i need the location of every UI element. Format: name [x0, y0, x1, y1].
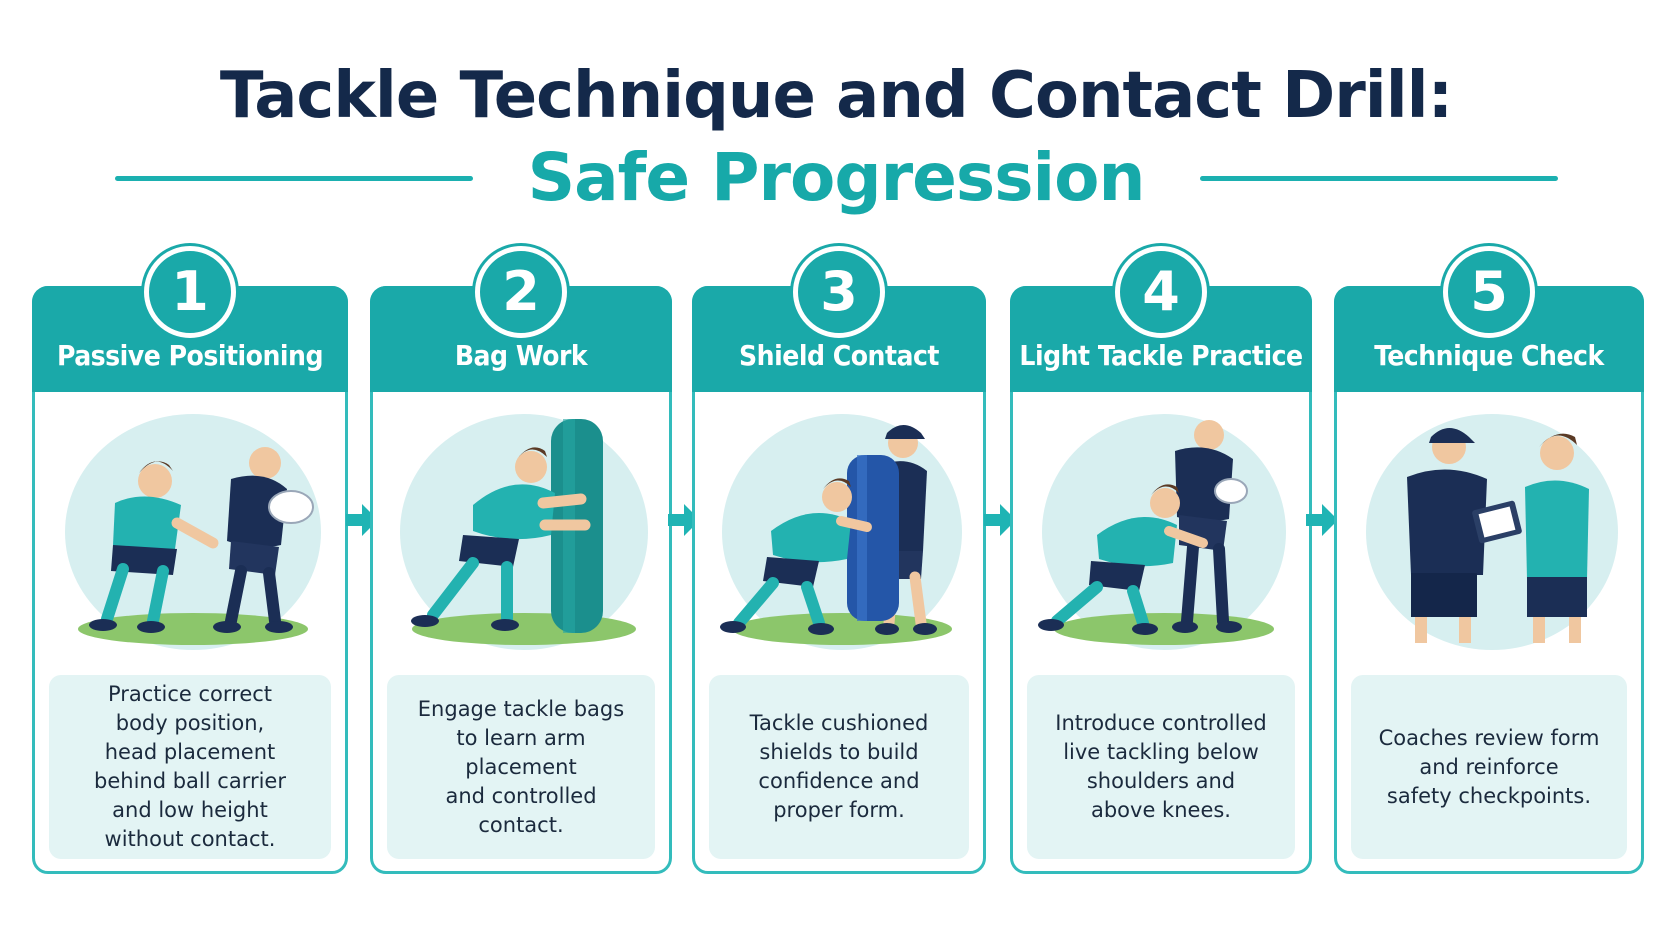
step-description: Engage tackle bags to learn arm placemen…: [417, 696, 625, 837]
arrow-right-icon: [984, 504, 1016, 536]
header: Tackle Technique and Contact Drill: Safe…: [0, 58, 1672, 220]
step-number: 1: [171, 260, 209, 323]
page-title: Tackle Technique and Contact Drill:: [219, 59, 1453, 133]
page-subtitle: Safe Progression: [527, 139, 1146, 216]
step-number-badge: 4: [1115, 246, 1207, 338]
step-header: 5 Technique Check: [1334, 246, 1644, 392]
light-tackle-illustration-icon: [1038, 414, 1286, 650]
arrow-right-icon: [1306, 504, 1338, 536]
step-description-panel: Coaches review form and reinforce safety…: [1351, 675, 1627, 859]
step-title: Light Tackle Practice: [1019, 339, 1303, 372]
step-number-badge: 5: [1443, 246, 1535, 338]
step-description: Tackle cushioned shields to build confid…: [749, 711, 929, 822]
step-card-5: 5 Technique Check Coaches review form an…: [1334, 246, 1644, 874]
step-header: 3 Shield Contact: [692, 246, 986, 392]
step-card-4: 4 Light Tackle Practice Introduce contro…: [1010, 246, 1312, 874]
step-card-3: 3 Shield Contact Tackle cushioned shield…: [692, 246, 986, 874]
positioning-illustration-icon: [65, 414, 321, 650]
step-description-panel: Tackle cushioned shields to build confid…: [709, 675, 969, 859]
step-header: 4 Light Tackle Practice: [1010, 246, 1312, 392]
step-card-1: 1 Passive Positioning Practice correct b…: [32, 246, 348, 874]
step-number: 3: [820, 260, 858, 323]
step-number: 2: [502, 260, 540, 323]
shield-contact-illustration-icon: [720, 414, 962, 650]
step-title: Shield Contact: [739, 339, 939, 372]
step-number-badge: 1: [144, 246, 236, 338]
coach-clipboard-illustration-icon: [1366, 414, 1618, 650]
divider-right: [1200, 176, 1558, 181]
step-description-panel: Introduce controlled live tackling below…: [1027, 675, 1295, 859]
step-number: 5: [1470, 260, 1508, 323]
step-card-2: 2 Bag Work Engage tackle bags to learn a…: [370, 246, 672, 874]
step-title: Passive Positioning: [56, 339, 324, 372]
step-description: Introduce controlled live tackling below…: [1055, 711, 1267, 822]
step-number-badge: 3: [793, 246, 885, 338]
step-number-badge: 2: [475, 246, 567, 338]
step-description-panel: Engage tackle bags to learn arm placemen…: [387, 675, 655, 859]
step-description: Coaches review form and reinforce safety…: [1378, 725, 1600, 808]
step-header: 1 Passive Positioning: [32, 246, 348, 392]
tackle-bag-illustration-icon: [400, 414, 648, 650]
divider-left: [115, 176, 473, 181]
step-title: Bag Work: [454, 339, 588, 372]
step-number: 4: [1142, 260, 1180, 323]
step-title: Technique Check: [1374, 339, 1604, 372]
step-header: 2 Bag Work: [370, 246, 672, 392]
step-description-panel: Practice correct body position, head pla…: [49, 675, 331, 859]
step-description: Practice correct body position, head pla…: [94, 682, 286, 851]
subtitle-row: Safe Progression: [0, 136, 1672, 220]
